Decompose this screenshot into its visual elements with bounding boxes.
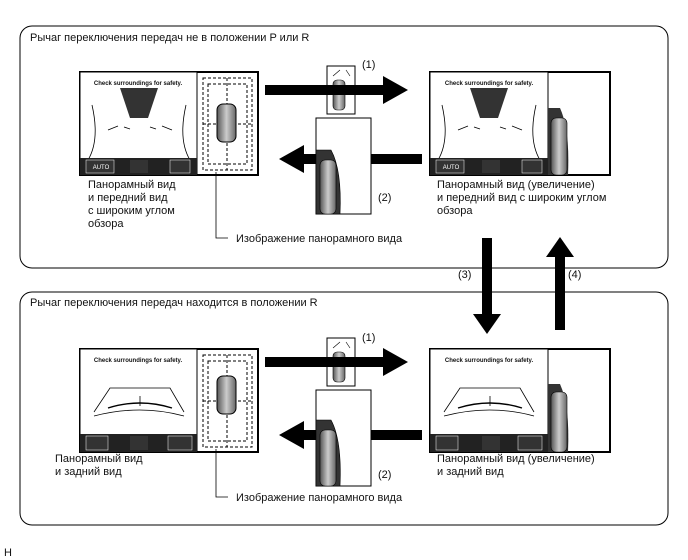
svg-text:AUTO: AUTO <box>443 165 460 171</box>
bottom-panorama-leader: Изображение панорамного вида <box>215 449 403 504</box>
top-right-screen-warning: Check surroundings for safety. <box>445 81 534 87</box>
top-left-screen-warning: Check surroundings for safety. <box>94 81 183 87</box>
bottom-left-btn-3[interactable] <box>167 435 193 451</box>
svg-text:обзора: обзора <box>88 218 124 230</box>
top-step2-label: (2) <box>378 192 391 204</box>
top-arrow-right <box>265 76 408 104</box>
bottom-left-caption: Панорамный вид и задний вид <box>55 453 143 478</box>
top-right-screen: Check surroundings for safety. AUTO <box>429 71 611 176</box>
svg-text:и задний вид: и задний вид <box>437 466 504 478</box>
arrow-down-step3 <box>473 238 501 334</box>
svg-text:Изображение панорамного вида: Изображение панорамного вида <box>236 492 403 504</box>
bottom-left-car-icon <box>216 375 237 415</box>
bottom-step2-label: (2) <box>378 469 391 481</box>
bottom-section-title: Рычаг переключения передач находится в п… <box>30 297 318 309</box>
bottom-right-caption: Панорамный вид (увеличение) и задний вид <box>437 453 595 478</box>
top-right-car-button[interactable] <box>521 159 543 174</box>
svg-text:и задний вид: и задний вид <box>55 466 122 478</box>
bottom-right-screen-warning: Check surroundings for safety. <box>445 358 534 364</box>
top-left-view-button[interactable] <box>130 160 148 173</box>
top-panorama-leader: Изображение панорамного вида <box>215 172 403 245</box>
bottom-arrow-right <box>265 348 408 376</box>
bottom-right-btn-1[interactable] <box>435 435 459 451</box>
top-left-auto-button[interactable] <box>85 159 115 174</box>
top-right-caption: Панорамный вид (увеличение) и передний в… <box>437 179 606 217</box>
svg-text:Панорамный вид: Панорамный вид <box>55 453 143 465</box>
bottom-section-frame <box>19 291 669 526</box>
bottom-right-screen: Check surroundings for safety. <box>429 348 611 453</box>
step3-label: (3) <box>458 269 471 281</box>
top-left-car-icon <box>216 103 237 143</box>
svg-text:и передний вид: и передний вид <box>88 192 168 204</box>
top-left-caption: Панорамный вид и передний вид с широким … <box>88 179 176 230</box>
top-left-screen: Check surroundings for safety. AUTO <box>79 71 259 176</box>
svg-text:обзора: обзора <box>437 205 473 217</box>
svg-text:Панорамный вид: Панорамный вид <box>88 179 176 191</box>
top-right-auto-button[interactable] <box>435 159 465 174</box>
bottom-left-btn-1[interactable] <box>85 435 109 451</box>
top-left-car-button[interactable] <box>169 159 191 174</box>
bottom-right-car-icon <box>550 391 568 453</box>
bottom-right-btn-3[interactable] <box>517 435 543 451</box>
bottom-right-btn-2[interactable] <box>482 436 500 450</box>
top-right-view-button[interactable] <box>482 160 500 173</box>
bottom-step2-thumbnail <box>315 389 372 487</box>
top-step1-label: (1) <box>362 59 375 71</box>
top-right-car-icon <box>550 117 568 176</box>
svg-text:AUTO: AUTO <box>93 165 110 171</box>
svg-text:Изображение панорамного вида: Изображение панорамного вида <box>236 233 403 245</box>
bottom-left-btn-2[interactable] <box>130 436 148 450</box>
footer-code: H <box>4 547 12 559</box>
bottom-step1-label: (1) <box>362 332 375 344</box>
bottom-left-screen: Check surroundings for safety. <box>79 348 259 453</box>
step4-label: (4) <box>568 269 581 281</box>
svg-text:и передний вид с широким углом: и передний вид с широким углом <box>437 192 606 204</box>
svg-text:Панорамный вид (увеличение): Панорамный вид (увеличение) <box>437 453 595 465</box>
arrow-up-step4 <box>546 237 574 330</box>
top-section-title: Рычаг переключения передач не в положени… <box>30 32 309 44</box>
svg-text:Панорамный вид (увеличение): Панорамный вид (увеличение) <box>437 179 595 191</box>
top-section-frame <box>19 25 669 269</box>
top-step2-thumbnail <box>315 117 372 215</box>
bottom-left-screen-warning: Check surroundings for safety. <box>94 358 183 364</box>
svg-text:с широким углом: с широким углом <box>88 205 175 217</box>
